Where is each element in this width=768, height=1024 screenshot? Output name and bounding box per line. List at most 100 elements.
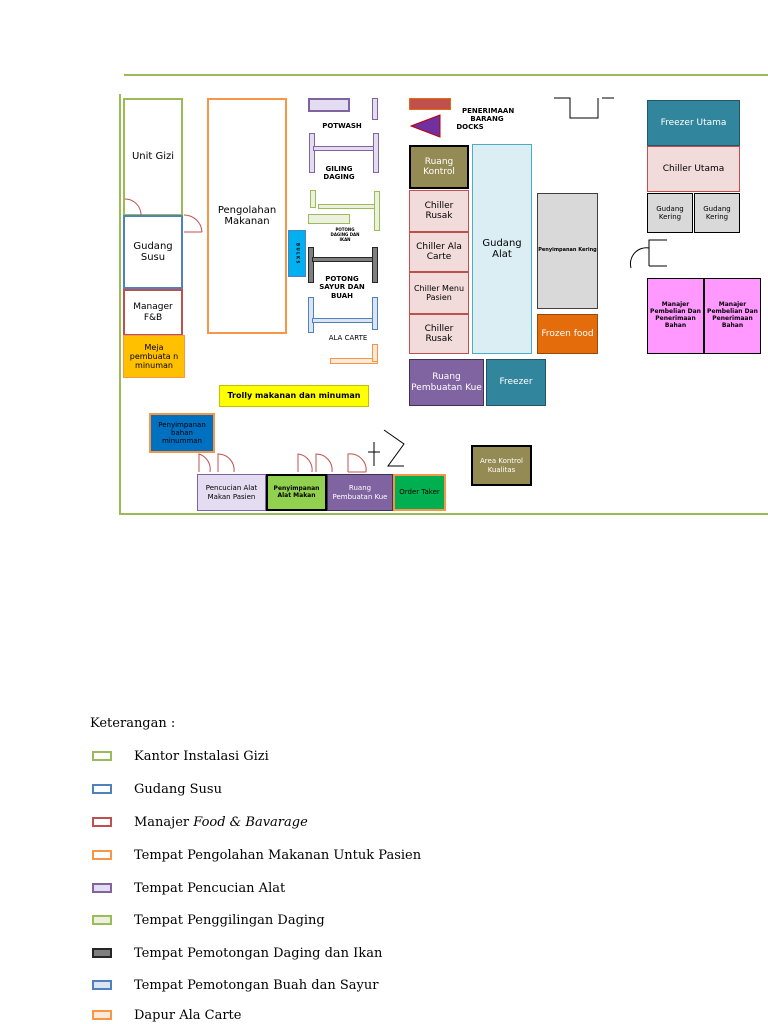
legend-item-label: Tempat Pengolahan Makanan Untuk Pasien — [134, 847, 422, 863]
door-arcs-icon — [198, 453, 367, 473]
legend-item-label: Tempat Penggilingan Daging — [134, 912, 325, 928]
legend-swatch — [92, 817, 112, 827]
penerimaan-barang-label: PENERIMAAN BARANG — [462, 107, 515, 124]
ruang-kontrol-room: Ruang Kontrol — [409, 145, 469, 189]
chiller-rusak-2-label: Chiller Rusak — [424, 323, 454, 344]
gudang-kering-1-label: Gudang Kering — [656, 204, 684, 221]
freezer-label: Freezer — [499, 377, 533, 388]
grinder-station-left — [310, 190, 316, 208]
legend-item-pencucian: Tempat Pencucian Alat — [92, 879, 285, 897]
chiller-ala-carte-label: Chiller Ala Carte — [416, 241, 462, 262]
ruang-pembuatan-kue-1-label: Ruang Pembuatan Kue — [411, 372, 482, 393]
potwash-sink — [308, 98, 350, 112]
legend-swatch — [92, 850, 112, 860]
grinder-station-bar — [318, 204, 376, 209]
legend-item-pemotongan-buah: Tempat Pemotongan Buah dan Sayur — [92, 976, 378, 994]
legend-swatch — [92, 883, 112, 893]
legend-item-label: Manajer Food & Bavarage — [134, 815, 308, 830]
chiller-utama-room: Chiller Utama — [647, 146, 740, 192]
grinder-table — [308, 214, 350, 224]
grinder-station-right — [374, 191, 380, 231]
potwash-sink-side — [372, 98, 378, 120]
area-kontrol-kualitas-label: Area Kontrol Kualitas — [480, 457, 523, 474]
trolly-area: Trolly makanan dan minuman — [219, 385, 369, 407]
legend-swatch — [92, 784, 112, 794]
trolly-label: Trolly makanan dan minuman — [227, 391, 361, 401]
bulks-label: B U L K S — [295, 243, 301, 264]
legend-item-label: Gudang Susu — [134, 781, 222, 797]
legend-item-gudang-susu: Gudang Susu — [92, 780, 222, 798]
legend-swatch — [92, 915, 112, 925]
legend-item-manajer-fb: Manajer Food & Bavarage — [92, 813, 308, 831]
potong-daging-label: POTONG DAGING DAN IKAN — [330, 227, 360, 242]
docks-triangle-icon — [410, 114, 441, 138]
ala-carte-counter — [330, 358, 378, 364]
chiller-rusak-1-label: Chiller Rusak — [424, 200, 454, 221]
legend-item-pemotongan-daging: Tempat Pemotongan Daging dan Ikan — [92, 944, 382, 962]
door-arc-icon — [183, 214, 203, 233]
potwash-label: POTWASH — [322, 122, 362, 130]
frozen-food-room: Frozen food — [537, 314, 598, 354]
manajer-pembelian-1: Manajer Pembelian Dan Penerimaan Bahan — [647, 278, 704, 354]
legend-item-label: Dapur Ala Carte — [134, 1007, 242, 1023]
door-symbol-icon — [554, 97, 614, 119]
penyimpanan-bahan-minuman: Penyimpanan bahan minumman — [149, 413, 215, 453]
receiving-bar — [409, 98, 451, 110]
meat-station-right — [372, 247, 378, 283]
penyimpanan-kering-label: Penyimpanan Kering — [538, 247, 597, 254]
legend-item-ala-carte: Dapur Ala Carte — [92, 1006, 241, 1024]
manajer-pembelian-2: Manajer Pembelian Dan Penerimaan Bahan — [704, 278, 761, 354]
manajer-pembelian-1-label: Manajer Pembelian Dan Penerimaan Bahan — [650, 301, 701, 329]
washing-station-left — [309, 133, 315, 173]
legend-item-kantor-instalasi-gizi: Kantor Instalasi Gizi — [92, 747, 269, 765]
legend-item-label-italic: Food & Bavarage — [193, 814, 308, 830]
chiller-menu-pasien-label: Chiller Menu Pasien — [413, 283, 465, 302]
legend-swatch — [92, 1010, 112, 1020]
legend-item-label-plain: Manajer — [134, 814, 194, 830]
area-kontrol-kualitas: Area Kontrol Kualitas — [471, 445, 532, 486]
legend-item-label: Tempat Pemotongan Daging dan Ikan — [134, 945, 383, 961]
meja-pembuatan-minuman-label: Meja pembuata n minuman — [129, 342, 179, 371]
manager-fb-label: Manager F&B — [133, 302, 173, 323]
unit-gizi-label: Unit Gizi — [131, 151, 175, 163]
legend-item-penggilingan: Tempat Penggilingan Daging — [92, 911, 325, 929]
penyimpanan-kering-room: Penyimpanan Kering — [537, 193, 598, 309]
gudang-alat-room: Gudang Alat — [472, 144, 532, 354]
giling-daging-label: GILING DAGING — [323, 165, 355, 182]
floor-plan: Unit Gizi Gudang Susu Manager F&B Meja p… — [119, 74, 768, 515]
legend-item-pengolahan: Tempat Pengolahan Makanan Untuk Pasien — [92, 846, 421, 864]
freezer-utama-label: Freezer Utama — [660, 117, 727, 128]
freezer-utama-room: Freezer Utama — [647, 100, 740, 146]
legend-swatch — [92, 751, 112, 761]
meat-station-left — [308, 247, 314, 283]
gudang-alat-label: Gudang Alat — [482, 237, 522, 261]
chiller-utama-label: Chiller Utama — [662, 163, 725, 174]
pencucian-alat-label: Pencucian Alat Makan Pasien — [205, 484, 258, 501]
docks-label: DOCKS — [456, 123, 484, 131]
frozen-food-label: Frozen food — [541, 328, 594, 339]
gudang-kering-1: Gudang Kering — [647, 193, 693, 233]
washing-station-bar — [313, 146, 375, 151]
ala-carte-label: ALA CARTE — [328, 334, 368, 342]
legend-swatch — [92, 980, 112, 990]
potong-sayur-label: POTONG SAYUR DAN BUAH — [319, 275, 365, 300]
penyimpanan-bahan-minuman-label: Penyimpanan bahan minumman — [158, 420, 206, 446]
ruang-pembuatan-kue-1: Ruang Pembuatan Kue — [409, 359, 484, 406]
order-taker-room: Order Taker — [393, 474, 446, 511]
manager-fb-room: Manager F&B — [123, 289, 183, 336]
legend-item-label: Tempat Pencucian Alat — [134, 880, 286, 896]
bulks-station: B U L K S — [288, 230, 306, 277]
veg-station-bar — [312, 318, 376, 323]
freezer-room: Freezer — [486, 359, 546, 406]
pencucian-alat-room: Pencucian Alat Makan Pasien — [197, 474, 266, 511]
legend-item-label: Tempat Pemotongan Buah dan Sayur — [134, 977, 379, 993]
door-swing-icon — [629, 239, 667, 269]
legend-swatch — [92, 948, 112, 958]
ruang-pembuatan-kue-2: Ruang Pembuatan Kue — [327, 474, 393, 511]
chiller-menu-pasien: Chiller Menu Pasien — [409, 272, 469, 314]
chiller-ala-carte: Chiller Ala Carte — [409, 232, 469, 272]
wall-left — [119, 94, 121, 515]
pengolahan-makanan-room: Pengolahan Makanan — [207, 98, 287, 334]
meja-pembuatan-minuman: Meja pembuata n minuman — [123, 335, 185, 378]
meat-station-bar — [312, 257, 376, 262]
